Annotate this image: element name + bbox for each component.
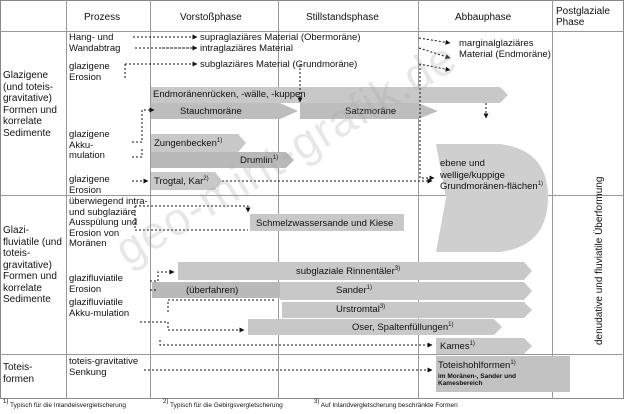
bar-satzmoraene [300, 103, 438, 119]
header-prozess: Prozess [84, 12, 121, 23]
footnote-1-text: Typisch für die Inlandeisvergletscherung [10, 402, 127, 409]
form-rinnentaeler-label: subglaziale Rinnentäler [296, 266, 395, 277]
material-intraglaziaer: intraglaziäres Material [200, 43, 293, 54]
footnote-3-text: Auf Inlandvergletscherung beschränkte Fo… [320, 402, 458, 409]
form-drumlin: Drumlin1) [240, 155, 278, 166]
material-marginalglaziaer: marginalglaziäres Material (Endmoräne) [459, 38, 551, 60]
form-ebene-label: ebene und wellige/kuppige Grundmoränen-f… [440, 158, 538, 192]
form-sander-label: Sander [336, 285, 367, 296]
form-trogtal-kar: Trogtal, Kar2) [154, 176, 209, 187]
footnote-2-mark: 2) [163, 399, 169, 405]
bar-trogtal [151, 172, 222, 190]
process-glazifluviatile-erosion: glazifluviatile Erosion [69, 273, 123, 295]
bar-ueberfahren [152, 282, 290, 298]
form-sander-footnote: 1) [366, 285, 372, 291]
form-urstromtal-footnote: 3) [379, 304, 386, 310]
form-oser-label: Oser, Spaltenfüllungen [352, 322, 449, 333]
footnote-1-mark: 1) [3, 399, 9, 405]
form-rinnentaeler-footnote: 3) [394, 266, 401, 272]
form-toteishohlformen: Toteishohlformen1) [438, 360, 516, 371]
bar-schmelzwasser [250, 214, 404, 231]
form-oser: Oser, Spaltenfüllungen1) [352, 322, 453, 333]
form-kames-label: Kames [440, 341, 470, 352]
postglacial-label: denudative und fluviatile Überformung [594, 176, 605, 345]
form-trogtal-footnote: 2) [203, 176, 209, 182]
process-glazigene-erosion-1: glazigene Erosion [69, 61, 110, 83]
form-zungenbecken-label: Zungenbecken [154, 138, 217, 149]
form-sander: Sander1) [336, 285, 372, 296]
form-endmoraene: Endmoränenrücken, -wälle, -kuppen [153, 89, 306, 100]
material-supraglaziaer: supraglaziäres Material (Obermoräne) [200, 32, 361, 43]
flow-arrows [124, 34, 489, 373]
process-glazifluviatile-akkumulation: glazifluviatile Akku-mulation [69, 297, 130, 319]
form-ueberfahren: (überfahren) [186, 285, 239, 296]
form-urstromtal: Urstromtal3) [336, 304, 385, 315]
bar-sander [280, 282, 532, 300]
form-satzmoraene: Satzmoräne [345, 106, 397, 117]
bar-urstromtal [282, 302, 532, 318]
footnote-3: 3) Auf Inlandvergletscherung beschränkte… [314, 399, 458, 409]
form-zungenbecken: Zungenbecken1) [154, 138, 222, 149]
form-ebene-footnote: 1) [537, 181, 544, 187]
footnote-3-mark: 3) [314, 399, 320, 405]
process-hang-wandabtrag: Hang- und Wandabtrag [69, 32, 121, 54]
bar-oser [248, 319, 502, 335]
form-kames: Kames1) [440, 341, 475, 352]
section-toteisformen: Toteis-formen [3, 362, 35, 385]
form-toteishohl-subtext: im Moränen-, Sander und Kamesbereich [438, 373, 517, 387]
bar-endmoraene [151, 87, 508, 103]
header-stillstandsphase: Stillstandsphase [306, 12, 379, 23]
form-toteishohl-label: Toteishohlformen [438, 360, 511, 371]
shape-grundmoraene [436, 144, 548, 252]
bar-rinnentaeler [178, 262, 532, 280]
header-vorstossphase: Vorstoßphase [180, 12, 242, 23]
section-glazifluviatile: Glazi-fluviatile (und toteis-gravitative… [3, 225, 62, 305]
process-intra-subglaziaer: überwiegend intra- und subglaziäre Aussp… [69, 196, 148, 249]
header-abbauphase: Abbauphase [455, 12, 512, 23]
footnote-2: 2) Typisch für die Gebirgsvergletscherun… [163, 399, 283, 409]
form-grundmoraenenflaechen: ebene und wellige/kuppige Grundmoränen-f… [440, 158, 544, 193]
material-subglaziaer: subglaziäres Material (Grundmoräne) [200, 59, 358, 70]
process-toteis-senkung: toteis-gravitative Senkung [69, 356, 139, 378]
form-urstromtal-label: Urstromtal [336, 304, 380, 315]
bar-zungenbecken [151, 134, 246, 152]
form-stauchmoraene: Stauchmoräne [180, 106, 242, 117]
form-kames-footnote: 1) [469, 341, 475, 347]
form-schmelzwasser: Schmelzwassersande und Kiese [256, 218, 394, 229]
process-glazigene-akkumulation: glazigene Akku-mulation [69, 129, 110, 161]
process-glazigene-erosion-2: glazigene Erosion [69, 174, 110, 196]
form-drumlin-footnote: 1) [272, 155, 279, 161]
header-postglaziale-phase: Postglaziale Phase [556, 6, 610, 28]
form-drumlin-label: Drumlin [240, 155, 273, 166]
footnote-2-text: Typisch für die Gebirgsvergletscherung [170, 402, 283, 409]
footnote-1: 1) Typisch für die Inlandeisvergletscher… [3, 399, 127, 409]
form-rinnentaeler: subglaziale Rinnentäler3) [296, 266, 400, 277]
bar-toteishohlformen [436, 356, 570, 392]
form-toteishohl-footnote: 1) [510, 360, 516, 366]
section-glazigene: Glazigene (und toteis-gravitative) Forme… [3, 70, 57, 139]
bar-stauchmoraene [151, 103, 298, 119]
form-zungenbecken-footnote: 1) [216, 138, 223, 144]
form-oser-footnote: 1) [448, 322, 454, 328]
form-trogtal-label: Trogtal, Kar [154, 176, 204, 187]
form-bars [151, 87, 570, 392]
bar-drumlin [151, 152, 294, 168]
bar-kames [436, 338, 532, 354]
